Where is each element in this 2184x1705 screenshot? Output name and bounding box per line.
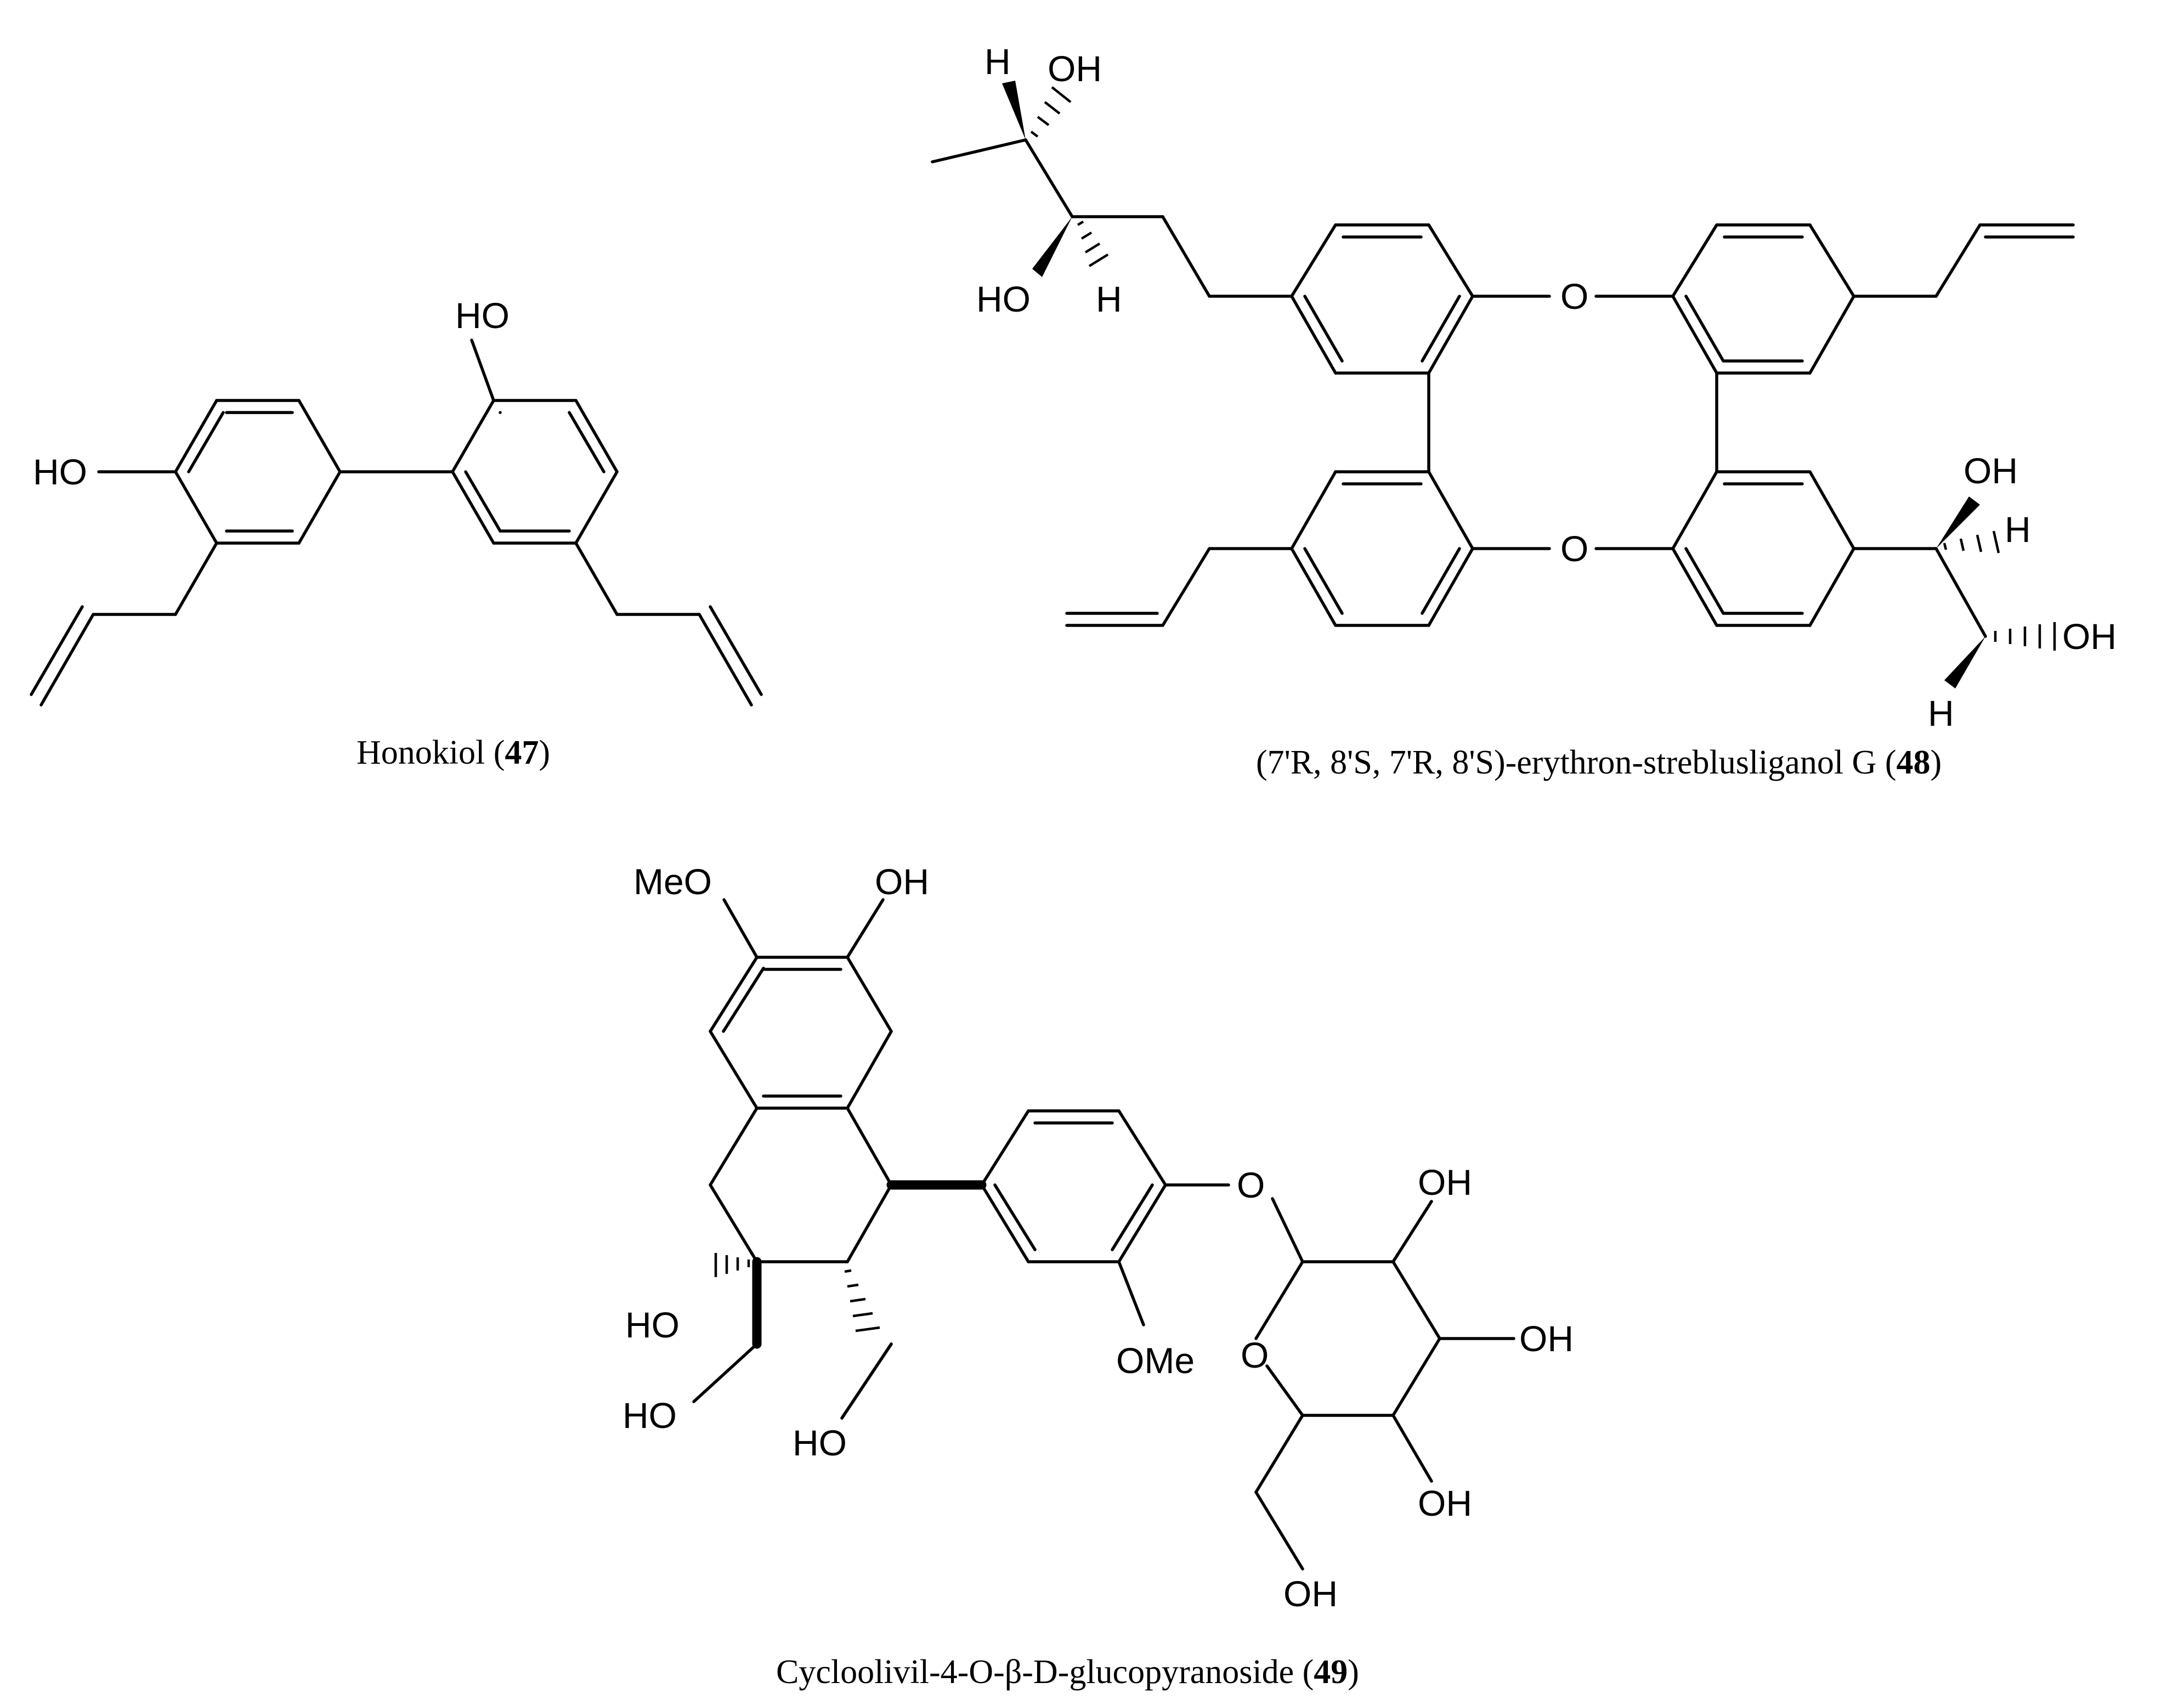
cycloolivil-glucose-hydroxyl-3-label: OH (1519, 1318, 1574, 1359)
cycloolivil-glucose-hydroxyl-6-label: OH (1283, 1573, 1338, 1614)
cycloolivil-caption-close: ) (1348, 1653, 1359, 1691)
cycloolivil-hydroxyl-c3-label: HO (625, 1305, 680, 1345)
streblusliganol-stereo-bonds (1002, 81, 2056, 688)
cycloolivil-hydroxymethyl-b-label: HO (793, 1422, 847, 1463)
honokiol-caption-close: ) (539, 734, 550, 771)
cycloolivil-stereo-bonds (714, 1180, 987, 1420)
streblusliganol-hydroxyl-left-label: HO (976, 279, 1031, 319)
streblusliganol-caption-name: (7'R, 8'S, 7'R, 8'S)-erythron-streblusli… (1256, 744, 1896, 781)
honokiol-caption-name: Honokiol ( (357, 734, 505, 771)
streblusliganol-ether-oxygen-upper-label: O (1560, 276, 1588, 317)
streblusliganol-compound-number: 48 (1896, 744, 1930, 781)
streblusliganol-hydroxyl-right1-label: OH (1964, 450, 2018, 491)
cycloolivil-caption-name: Cycloolivil-4-O-β-D-glucopyranoside ( (776, 1653, 1314, 1691)
streblusliganol-h-top-label: H (985, 41, 1011, 82)
cycloolivil-methoxy-ring-label: OMe (1116, 1340, 1195, 1381)
cycloolivil-bonds (692, 898, 1515, 1571)
cycloolivil-glucose-hydroxyl-2-label: OH (1418, 1162, 1472, 1202)
cycloolivil-compound-number: 49 (1314, 1653, 1348, 1691)
streblusliganol-h-left-label: H (1096, 279, 1122, 319)
cycloolivil-glucose-hydroxyl-4-label: OH (1418, 1483, 1472, 1523)
streblusliganol-bonds (931, 138, 2075, 638)
streblusliganol-structure: H OH HO H O O OH H OH H (7'R, 8'S, 7'R, … (931, 41, 2117, 781)
honokiol-caption: Honokiol (47) (357, 734, 550, 771)
cycloolivil-hydroxymethyl-a-label: HO (623, 1395, 677, 1436)
honokiol-hydroxyl-top-label: HO (455, 295, 510, 336)
cycloolivil-ring-oxygen-label: O (1241, 1335, 1269, 1375)
streblusliganol-ether-oxygen-lower-label: O (1560, 528, 1588, 569)
streblusliganol-h-right1-label: H (2005, 509, 2031, 550)
streblusliganol-caption: (7'R, 8'S, 7'R, 8'S)-erythron-streblusli… (1256, 744, 1942, 781)
streblusliganol-caption-close: ) (1930, 744, 1942, 781)
streblusliganol-hydroxyl-top-label: OH (1048, 48, 1102, 89)
streblusliganol-hydroxyl-right2-label: OH (2062, 616, 2117, 657)
cycloolivil-structure: MeO OH HO HO HO OMe O O OH OH OH OH Cycl… (623, 861, 1574, 1691)
honokiol-bonds (30, 338, 763, 707)
honokiol-compound-number: 47 (505, 734, 539, 771)
cycloolivil-caption: Cycloolivil-4-O-β-D-glucopyranoside (49) (776, 1653, 1359, 1691)
honokiol-hydroxyl-left-label: HO (33, 451, 87, 492)
cycloolivil-glycosidic-oxygen-label: O (1237, 1165, 1265, 1205)
honokiol-structure: HO HO Honokiol (47) (30, 295, 763, 771)
cycloolivil-methoxy-top-label: MeO (633, 861, 712, 902)
cycloolivil-hydroxyl-top-label: OH (875, 861, 929, 902)
streblusliganol-h-right2-label: H (1928, 693, 1954, 733)
